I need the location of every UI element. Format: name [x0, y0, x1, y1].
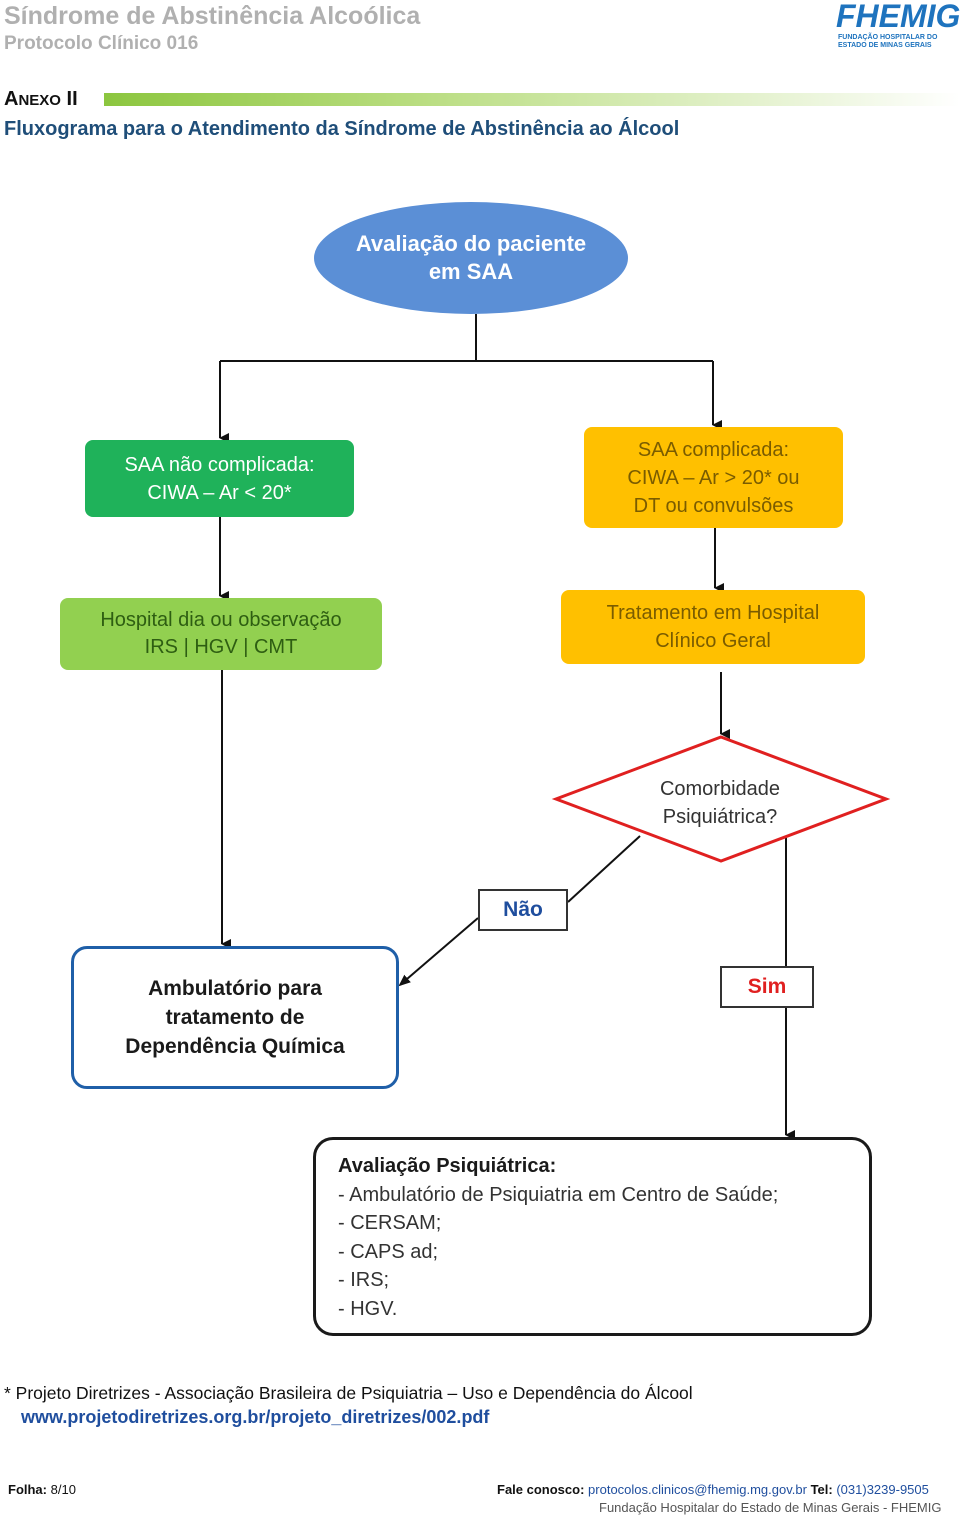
psych-eval-item: - HGV. — [338, 1297, 398, 1320]
psych-eval-item: - IRS; — [338, 1269, 390, 1291]
flowchart-title: Fluxograma para o Atendimento da Síndrom… — [4, 118, 680, 140]
no-label: Não — [478, 889, 568, 931]
decision-diamond — [551, 735, 891, 863]
yes-label: Sim — [720, 966, 814, 1008]
connector-no-outpatient — [398, 917, 479, 987]
document-subtitle: Protocolo Clínico 016 — [4, 33, 199, 54]
psych-eval-heading: Avaliação Psiquiátrica: — [338, 1155, 557, 1177]
psych-eval-item: - CERSAM; — [338, 1212, 442, 1234]
logo-line-2: ESTADO DE MINAS GERAIS — [838, 42, 932, 49]
annex-gradient-bar — [104, 93, 960, 106]
fhemig-logo: FHEMIG FUNDAÇÃO HOSPITALAR DO ESTADO DE … — [836, 0, 960, 50]
connector-decision-no — [567, 835, 641, 903]
contact-email-link[interactable]: protocolos.clinicos@fhemig.mg.gov.br — [588, 1482, 807, 1497]
psych-eval-item: - Ambulatório de Psiquiatria em Centro d… — [338, 1183, 779, 1206]
contact-phone: (031)3239-9505 — [836, 1482, 929, 1497]
footnote-text: * Projeto Diretrizes - Associação Brasil… — [4, 1383, 693, 1403]
annex-label: ANEXO II — [4, 88, 78, 110]
foundation-name: Fundação Hospitalar do Estado de Minas G… — [599, 1500, 942, 1515]
psych-eval-item: - CAPS ad; — [338, 1240, 439, 1263]
page-number: Folha: 8/10 — [8, 1482, 76, 1497]
logo-line-1: FUNDAÇÃO HOSPITALAR DO — [838, 34, 938, 41]
footnote-link[interactable]: www.projetodiretrizes.org.br/projeto_dir… — [21, 1407, 490, 1427]
document-title: Síndrome de Abstinência Alcoólica — [4, 2, 421, 30]
contact-info: Fale conosco: protocolos.clinicos@fhemig… — [497, 1482, 929, 1497]
uncomplicated-saa-box: SAA não complicada:CIWA – Ar < 20* — [85, 440, 354, 517]
logo-name: FHEMIG — [836, 0, 960, 34]
psychiatric-evaluation-box: Avaliação Psiquiátrica: - Ambulatório de… — [313, 1137, 872, 1336]
